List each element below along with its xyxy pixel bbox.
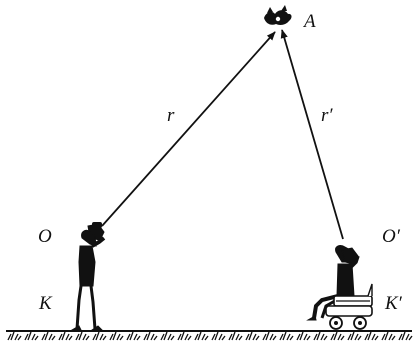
grass-tuft [262, 331, 277, 341]
grass-tuft [92, 331, 107, 341]
vector-label-r-prime: r′ [321, 105, 333, 126]
frame-label-k-prime: K′ [384, 293, 403, 314]
grass-tuft [75, 331, 90, 341]
frame-label-k: K [38, 293, 53, 314]
origin-label-o: O [38, 226, 52, 247]
grass-tuft [24, 331, 39, 341]
grass-tuft [7, 331, 22, 341]
standing-observer-with-binoculars-icon [70, 222, 106, 331]
grass-tuft [228, 331, 243, 341]
grass-tuft [381, 331, 396, 341]
vector-r-prime-arrow [280, 29, 344, 240]
ground [6, 330, 413, 341]
bird-icon [264, 5, 292, 25]
grass-tuft [194, 331, 209, 341]
grass-tuft [296, 331, 311, 341]
grass-tuft [279, 331, 294, 341]
origin-label-o-prime: O′ [382, 226, 401, 247]
grass-tuft [330, 331, 345, 341]
grass-tuft [143, 331, 158, 341]
grass-tuft [347, 331, 362, 341]
grass-tuft [177, 331, 192, 341]
grass-tuft [41, 331, 56, 341]
vector-r-arrow [101, 31, 276, 227]
grass-tuft [160, 331, 175, 341]
grass-tuft [398, 331, 413, 341]
grass-tuft [313, 331, 328, 341]
point-label-a: A [302, 11, 316, 32]
grass-tuft [58, 331, 73, 341]
grass-tuft [211, 331, 226, 341]
grass-tuft [109, 331, 124, 341]
grass-tuft [364, 331, 379, 341]
grass-tufts [7, 331, 413, 341]
grass-tuft [126, 331, 141, 341]
seated-observer-on-cart-icon [306, 245, 373, 330]
vector-label-r: r [167, 105, 175, 126]
grass-tuft [245, 331, 260, 341]
